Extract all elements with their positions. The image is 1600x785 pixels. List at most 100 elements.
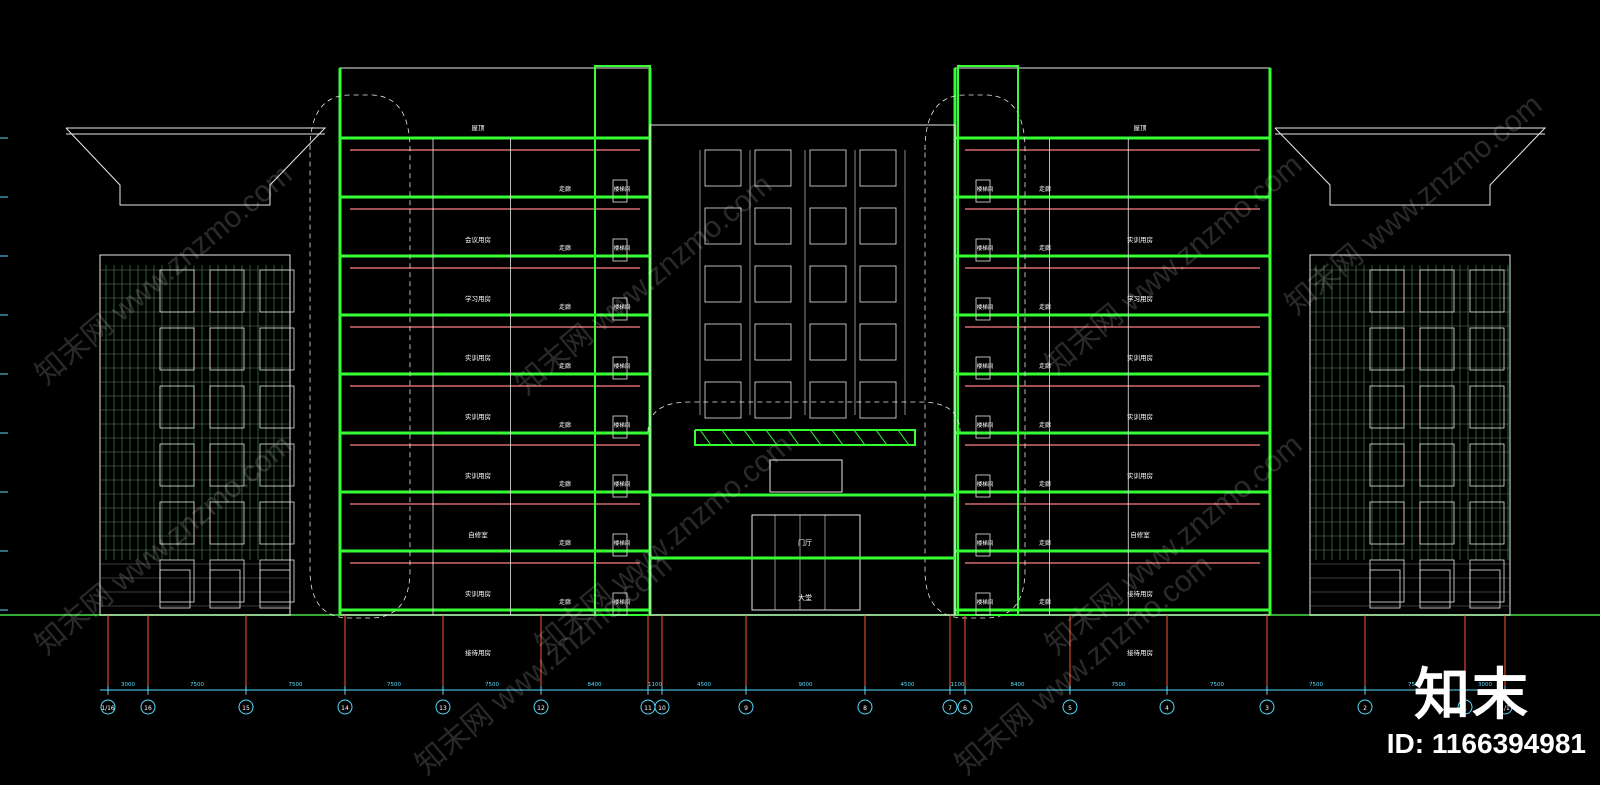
- truss-member: [765, 429, 778, 446]
- window: [1419, 443, 1455, 487]
- window: [159, 269, 195, 313]
- window: [259, 327, 295, 371]
- stair-door: [975, 238, 991, 262]
- stair-door: [975, 592, 991, 616]
- window: [209, 443, 245, 487]
- axis-label: 14: [341, 705, 349, 712]
- dimension-value: 7500: [387, 682, 401, 688]
- stairwell-label: 楼梯间: [614, 185, 631, 193]
- corridor-label: 走廊: [559, 185, 571, 193]
- stair-door: [612, 592, 628, 616]
- axis-label: 15: [242, 705, 250, 712]
- center-window: [704, 149, 742, 187]
- dimension-value: 4500: [901, 682, 915, 688]
- axis-label: 10: [658, 705, 666, 712]
- corridor-label: 走廊: [1039, 244, 1051, 252]
- room-label-right: 屋顶: [1134, 124, 1148, 132]
- axis-bubble: [435, 699, 451, 715]
- window: [1369, 501, 1405, 545]
- center-hall-label: 门厅: [798, 538, 812, 547]
- stair-door: [975, 474, 991, 498]
- stair-tower-outline: [924, 94, 1026, 619]
- center-window: [859, 265, 897, 303]
- center-window: [754, 265, 792, 303]
- stairwell-label: 楼梯间: [977, 303, 994, 311]
- center-window: [809, 265, 847, 303]
- lobby-dome: [647, 401, 961, 433]
- corridor-label: 走廊: [559, 598, 571, 606]
- window: [1369, 443, 1405, 487]
- ground-window: [209, 569, 241, 609]
- axis-label: 1/1: [1500, 705, 1510, 712]
- room-label-right: 实训用房: [1127, 471, 1153, 480]
- wing-outline: [1309, 254, 1511, 616]
- center-window: [754, 323, 792, 361]
- stairwell-label: 楼梯间: [977, 362, 994, 370]
- window: [159, 327, 195, 371]
- window: [1469, 385, 1505, 429]
- window: [1469, 501, 1505, 545]
- ground-window: [259, 569, 291, 609]
- corridor-label: 走廊: [1039, 303, 1051, 311]
- dimension-value: 3000: [121, 682, 135, 688]
- dimension-value: 1100: [648, 682, 662, 688]
- axis-label: 1: [1463, 705, 1467, 712]
- axis-label: 7: [948, 705, 952, 712]
- stair-door: [612, 179, 628, 203]
- room-label-left: 实训用房: [465, 589, 491, 598]
- axis-bubble: [957, 699, 973, 715]
- axis-bubble: [533, 699, 549, 715]
- truss-member: [831, 429, 844, 446]
- stairwell-label: 楼梯间: [614, 598, 631, 606]
- corridor-label: 走廊: [1039, 480, 1051, 488]
- window: [1419, 385, 1455, 429]
- center-window: [809, 323, 847, 361]
- corridor-label: 走廊: [1039, 421, 1051, 429]
- axis-label: 6: [963, 705, 967, 712]
- center-window: [704, 265, 742, 303]
- stairwell-label: 楼梯间: [614, 244, 631, 252]
- center-window: [859, 381, 897, 419]
- window: [259, 269, 295, 313]
- corridor-label: 走廊: [1039, 539, 1051, 547]
- canopy-truss: [694, 429, 916, 446]
- axis-label: 11: [644, 705, 652, 712]
- stair-door: [612, 238, 628, 262]
- dimension-value: 7500: [190, 682, 204, 688]
- room-labels: 屋顶屋顶会议用房实训用房走廊走廊楼梯间楼梯间学习用房学习用房走廊走廊楼梯间楼梯间…: [465, 124, 1153, 657]
- center-window: [704, 207, 742, 245]
- room-label-left: 学习用房: [465, 294, 491, 303]
- brand-logo: 知末: [1414, 663, 1530, 728]
- stairwell-label: 楼梯间: [977, 185, 994, 193]
- window: [209, 385, 245, 429]
- truss-member: [853, 429, 866, 446]
- axis-bubble: [1062, 699, 1078, 715]
- dimension-value: 7500: [1112, 682, 1126, 688]
- dimension-value: 4500: [697, 682, 711, 688]
- window: [259, 559, 295, 603]
- roof-canopy: [1274, 127, 1547, 206]
- room-label-right: 自修室: [1130, 530, 1150, 539]
- center-window: [809, 381, 847, 419]
- window: [1469, 559, 1505, 603]
- dimension-value: 3000: [1478, 682, 1492, 688]
- axis-bubble: [1357, 699, 1373, 715]
- corridor-label: 走廊: [1039, 362, 1051, 370]
- dimension-value: 7500: [1309, 682, 1323, 688]
- window: [209, 269, 245, 313]
- center-window: [809, 149, 847, 187]
- axis-bubble: [1457, 699, 1473, 715]
- axis-label: 16: [144, 705, 152, 712]
- dimension-value: 9000: [799, 682, 813, 688]
- axis-label: 4: [1165, 705, 1169, 712]
- wing-outline: [99, 254, 291, 616]
- entrance: [751, 514, 861, 611]
- truss-member: [809, 429, 822, 446]
- dimension-value: 7500: [289, 682, 303, 688]
- window: [1369, 559, 1405, 603]
- window: [159, 443, 195, 487]
- stairwell-label: 楼梯间: [614, 303, 631, 311]
- axis-bubble: [1159, 699, 1175, 715]
